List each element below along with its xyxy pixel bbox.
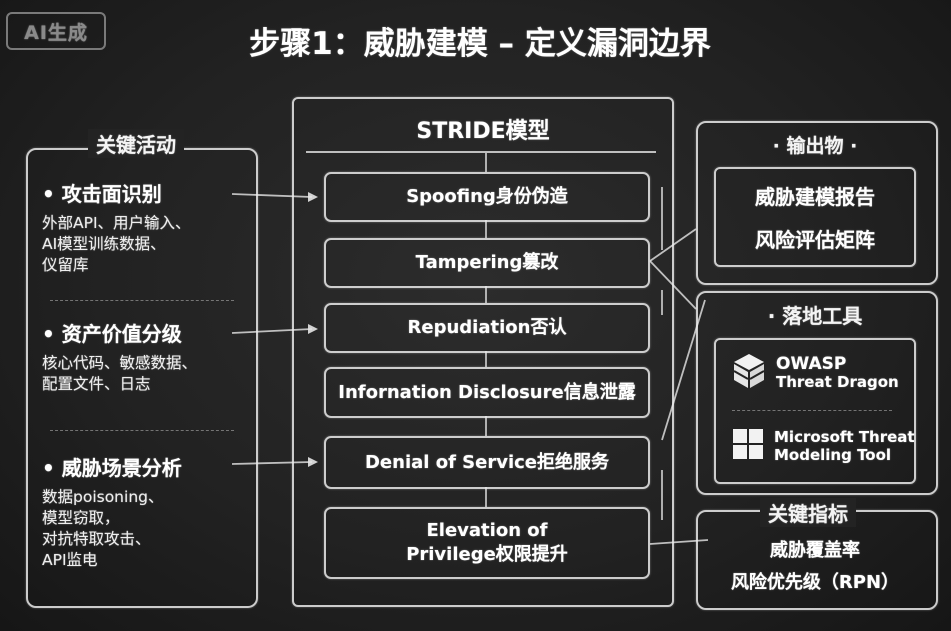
title-underline xyxy=(306,151,656,153)
outputs-header: · 输出物 · xyxy=(772,135,858,157)
activity-asset-value: 资产价值分级 核心代码、敏感数据、 配置文件、日志 xyxy=(42,318,252,395)
desc-line: 对抗特取攻击、 xyxy=(42,530,151,548)
desc-line: 仪留库 xyxy=(42,256,89,274)
key-activities-header: 关键活动 xyxy=(88,129,184,158)
page-title: 步骤1：威胁建模 – 定义漏洞边界 xyxy=(249,26,711,62)
stride-repudiation: Repudiation否认 xyxy=(324,303,650,353)
tools-header: · 落地工具 xyxy=(767,304,863,328)
metric-threat-coverage: 威胁覆盖率 xyxy=(770,540,860,561)
cube-icon xyxy=(732,352,766,394)
ai-generated-watermark: AI生成 xyxy=(6,12,106,50)
desc-line: API监电 xyxy=(42,551,98,569)
activity-threat-scenario: 威胁场景分析 数据poisoning、 模型窃取， 对抗特取攻击、 API监电 xyxy=(42,452,252,571)
desc-line: AI模型训练数据、 xyxy=(42,235,166,253)
activity-title: 攻击面识别 xyxy=(42,178,252,207)
outputs-panel xyxy=(696,121,938,285)
section-divider xyxy=(50,430,234,431)
activity-desc: 数据poisoning、 模型窃取， 对抗特取攻击、 API监电 xyxy=(42,487,252,571)
tools-panel xyxy=(696,291,938,495)
tool-label-line: Microsoft Threat xyxy=(774,428,915,446)
desc-line: 核心代码、敏感数据、 xyxy=(42,354,198,372)
tool-label-line: Modeling Tool xyxy=(774,446,892,464)
windows-logo-icon xyxy=(732,428,764,464)
activity-desc: 外部API、用户输入、 AI模型训练数据、 仪留库 xyxy=(42,213,252,276)
activity-title: 威胁场景分析 xyxy=(42,452,252,481)
desc-line: 配置文件、日志 xyxy=(42,375,151,393)
tools-divider xyxy=(732,410,892,411)
tool-label-line: Threat Dragon xyxy=(776,373,899,391)
tool-microsoft-threat-modeling: Microsoft Threat Modeling Tool xyxy=(732,428,915,464)
tool-label-line: OWASP xyxy=(776,354,847,374)
desc-line: 数据poisoning、 xyxy=(42,488,164,506)
metrics-header: 关键指标 xyxy=(760,498,856,527)
metric-risk-priority: 风险优先级（RPN） xyxy=(730,572,900,593)
outputs-inner-box xyxy=(714,167,916,267)
tool-label: OWASP Threat Dragon xyxy=(776,355,899,391)
tool-owasp-threat-dragon: OWASP Threat Dragon xyxy=(732,352,899,394)
tools-inner-box xyxy=(714,338,916,484)
desc-line: 外部API、用户输入、 xyxy=(42,214,191,232)
section-divider xyxy=(50,300,234,301)
activity-title: 资产价值分级 xyxy=(42,318,252,347)
stride-label-line: Privilege权限提升 xyxy=(406,544,568,565)
stride-label-line: Elevation of xyxy=(426,520,548,541)
stride-model-panel xyxy=(292,97,674,607)
stride-tampering: Tampering篡改 xyxy=(324,238,650,288)
stride-information-disclosure: Infornation Disclosure信息泄露 xyxy=(324,367,650,418)
activity-attack-surface: 攻击面识别 外部API、用户输入、 AI模型训练数据、 仪留库 xyxy=(42,178,252,276)
activity-desc: 核心代码、敏感数据、 配置文件、日志 xyxy=(42,353,252,395)
stride-spoofing: Spoofing身份伪造 xyxy=(324,172,650,222)
tool-label: Microsoft Threat Modeling Tool xyxy=(774,428,915,464)
stride-elevation-of-privilege: Elevation of Privilege权限提升 xyxy=(324,507,650,579)
connector-to-metrics xyxy=(649,539,709,545)
stride-title: STRIDE模型 xyxy=(416,119,550,144)
stride-denial-of-service: Denial of Service拒绝服务 xyxy=(324,436,650,489)
output-risk-matrix: 风险评估矩阵 xyxy=(755,228,875,252)
output-threat-report: 威胁建模报告 xyxy=(755,185,875,209)
desc-line: 模型窃取， xyxy=(42,509,120,527)
